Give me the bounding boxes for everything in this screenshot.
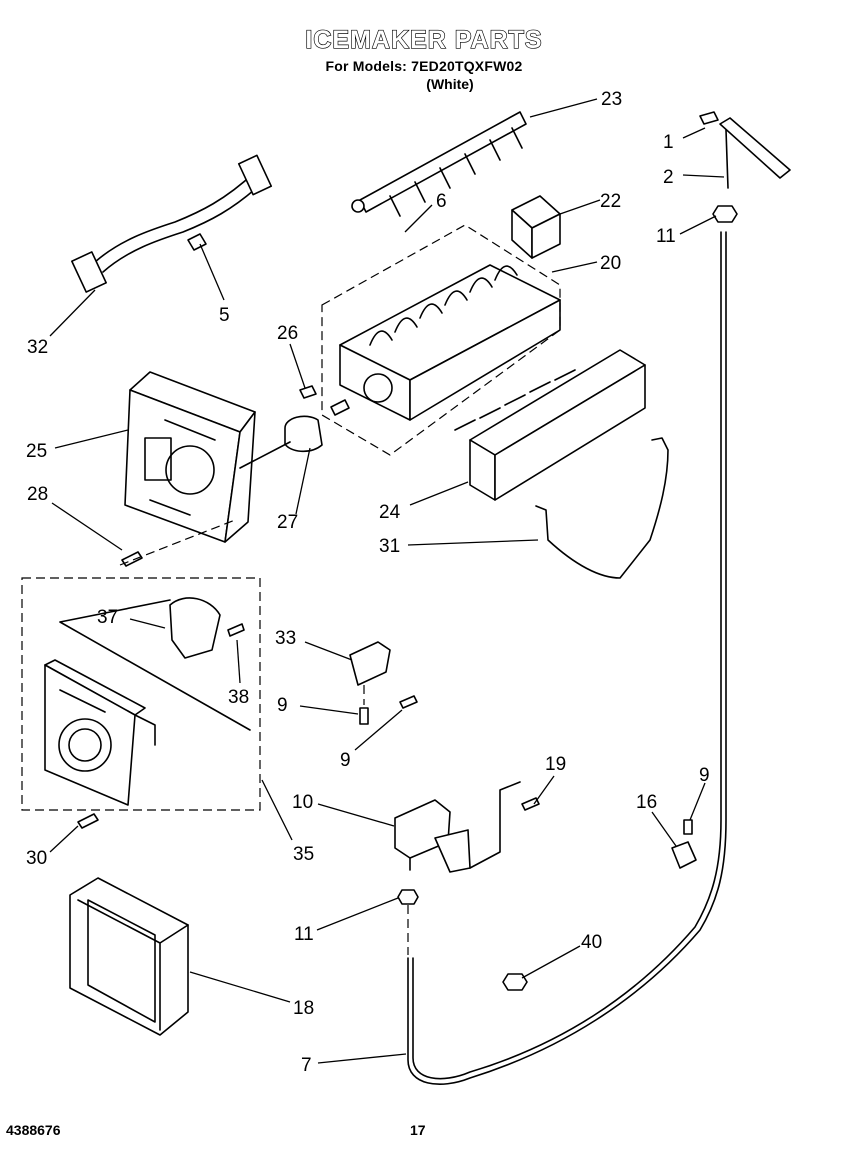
water-valve-part — [394, 781, 521, 873]
page-title: ICEMAKER PARTS — [305, 25, 543, 54]
nut-11-lower-part — [397, 889, 419, 905]
callout-37: 37 — [97, 607, 118, 628]
fill-tube-part — [699, 111, 791, 189]
screw-19-part — [521, 797, 540, 811]
callout-24: 24 — [379, 502, 401, 523]
callout-28: 28 — [27, 484, 48, 505]
callout-20: 20 — [600, 253, 621, 274]
water-tubing-part — [407, 231, 727, 1085]
callout-33: 33 — [275, 628, 296, 649]
fill-cup-part — [511, 195, 561, 259]
callout-1: 1 — [663, 132, 674, 153]
callout-6: 6 — [436, 191, 447, 212]
stripper-part — [454, 349, 646, 501]
screw-28-part — [121, 551, 143, 567]
callout-19: 19 — [545, 754, 566, 775]
leader-lines — [49, 98, 725, 1064]
callout-35: 35 — [293, 844, 314, 865]
callout-38: 38 — [228, 687, 249, 708]
callout-9-c: 9 — [699, 765, 710, 786]
callout-10: 10 — [292, 792, 313, 813]
callout-23: 23 — [601, 89, 622, 110]
shutoff-arm-part — [535, 437, 669, 579]
callout-18: 18 — [293, 998, 314, 1019]
callout-5: 5 — [219, 305, 230, 326]
screw-9a-part — [359, 707, 369, 725]
page-number: 17 — [410, 1122, 426, 1138]
callout-7: 7 — [301, 1055, 312, 1076]
insulation-pad-part — [69, 877, 189, 1036]
callout-27: 27 — [277, 512, 298, 533]
callout-40: 40 — [581, 932, 602, 953]
callout-26: 26 — [277, 323, 298, 344]
callout-9-a: 9 — [277, 695, 288, 716]
color-subtitle: (White) — [426, 76, 474, 92]
module-assembly-part — [44, 599, 251, 806]
document-number: 4388676 — [6, 1122, 61, 1138]
callout-9-b: 9 — [340, 750, 351, 771]
callout-11-upper: 11 — [656, 226, 676, 247]
screw-9b-part — [399, 695, 418, 709]
thermostat-part — [239, 385, 323, 469]
screw-38-part — [227, 623, 245, 637]
callout-16: 16 — [636, 792, 657, 813]
clip-16-part — [671, 841, 697, 869]
wire-harness-part — [71, 154, 273, 293]
nut-40-part — [502, 973, 528, 991]
callout-labels: 1 2 23 6 22 11 20 5 32 26 25 27 28 24 31… — [26, 89, 710, 1076]
callout-25: 25 — [26, 441, 47, 462]
module-cover-part — [124, 371, 256, 543]
bracket-33-part — [349, 641, 391, 686]
callout-31: 31 — [379, 536, 400, 557]
nut-11-upper-part — [712, 205, 738, 223]
callout-32: 32 — [27, 337, 48, 358]
models-subtitle: For Models: 7ED20TQXFW02 — [325, 58, 523, 74]
callout-30: 30 — [26, 848, 47, 869]
ejector-part — [351, 111, 527, 217]
callout-22: 22 — [600, 191, 621, 212]
screw-9c-part — [683, 819, 693, 835]
motor-37-part — [169, 597, 221, 659]
mold-body-part — [330, 264, 561, 421]
callout-11-lower: 11 — [294, 924, 314, 945]
screw-30-part — [77, 813, 99, 829]
callout-2: 2 — [663, 167, 674, 188]
